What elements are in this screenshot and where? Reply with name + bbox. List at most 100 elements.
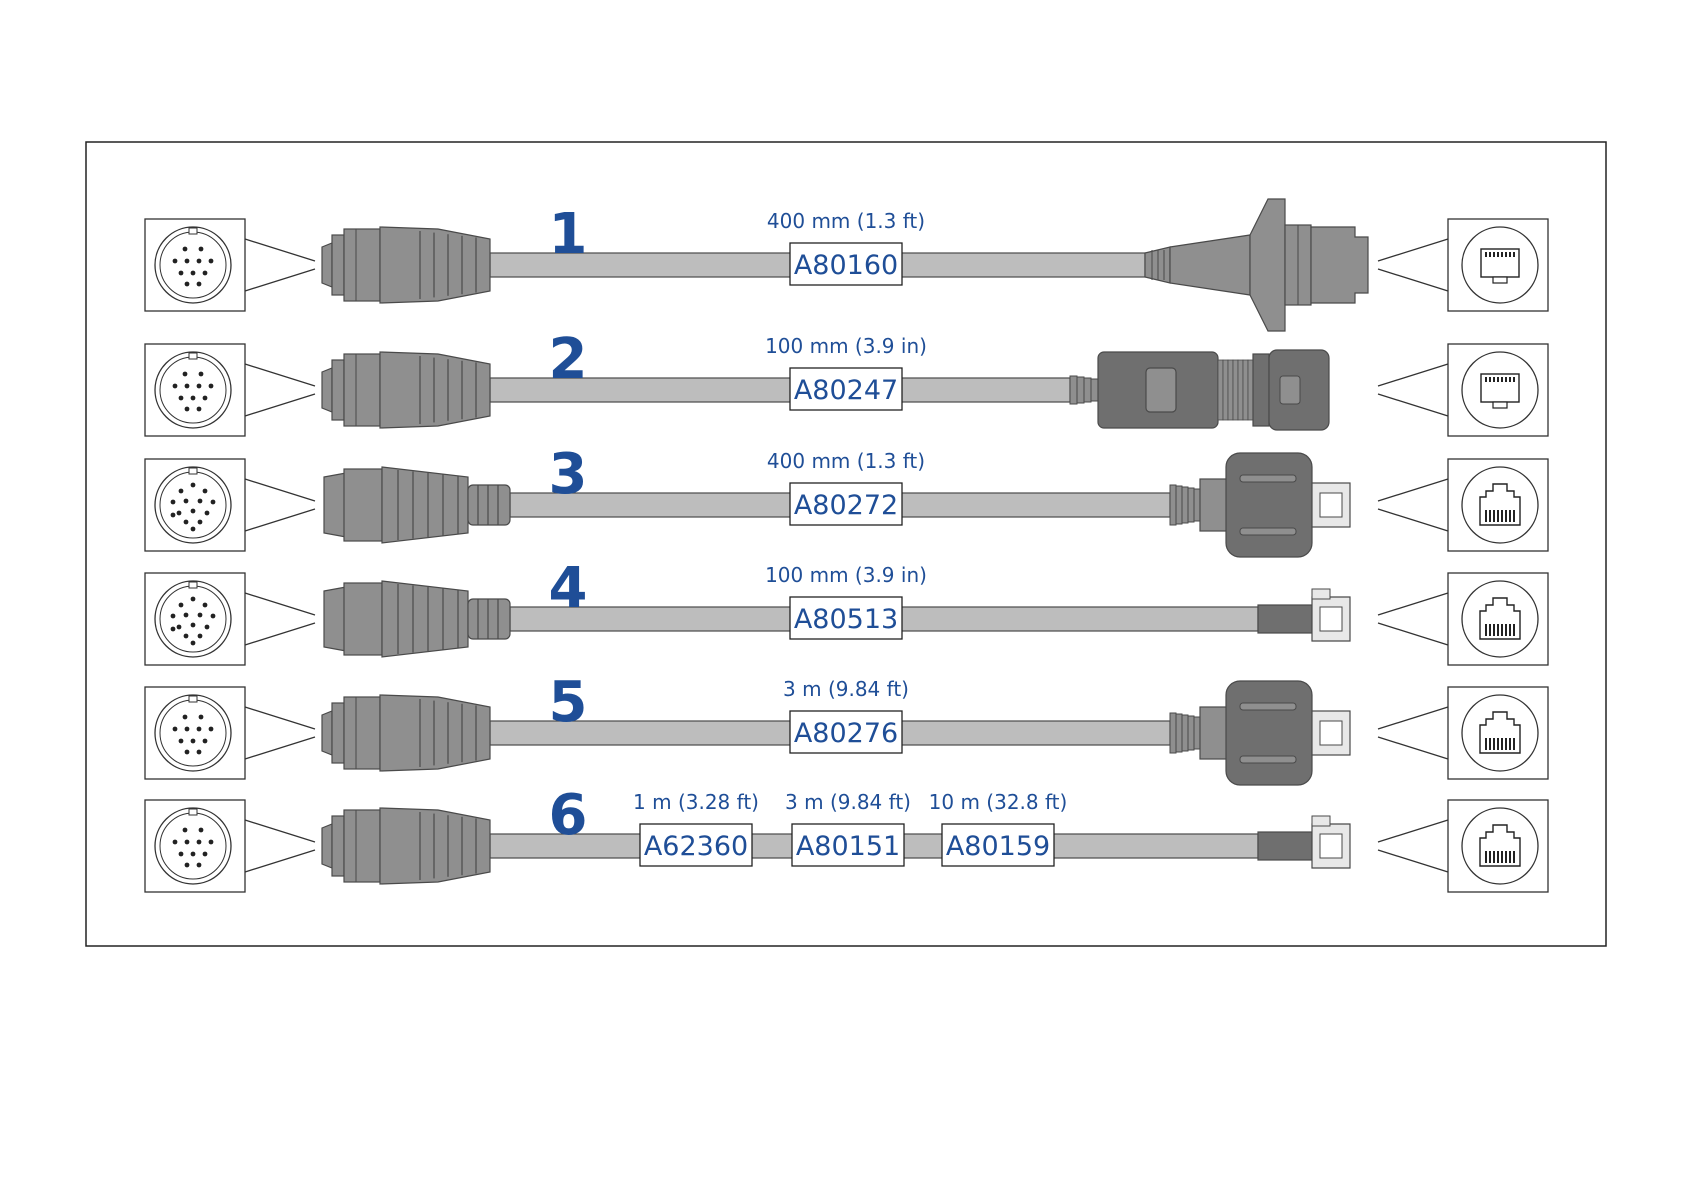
- rj45-contact: [1493, 510, 1495, 522]
- connector-pin: [197, 407, 202, 412]
- cable-length-label: 400 mm (1.3 ft): [767, 209, 925, 233]
- rj45-contact: [1497, 738, 1499, 750]
- plug-strain-relief: [468, 485, 510, 525]
- part-number-label: A80160: [794, 250, 898, 281]
- connector-pin: [184, 499, 189, 504]
- cable-number: 2: [549, 327, 588, 392]
- connector-pin: [179, 271, 184, 276]
- cable-length-label: 3 m (9.84 ft): [783, 677, 909, 701]
- rj45-contact: [1497, 252, 1499, 257]
- cable-length-label: 100 mm (3.9 in): [765, 334, 927, 358]
- connector-pin: [198, 613, 203, 618]
- plug-strain-relief-ridge: [1188, 488, 1194, 522]
- connector-pin: [179, 489, 184, 494]
- connector-pin: [197, 384, 202, 389]
- connector-pin: [184, 520, 189, 525]
- part-number-label: A80247: [794, 375, 898, 406]
- connector-pin: [183, 247, 188, 252]
- plug-coupling-nut: [344, 697, 380, 769]
- rj45-contact: [1497, 377, 1499, 382]
- part-number-label: A80151: [796, 831, 900, 862]
- plug-strain-relief-ridge: [1182, 487, 1188, 523]
- plug-nose: [322, 711, 332, 755]
- socket-thread: [1233, 360, 1238, 420]
- plug-body: [382, 467, 468, 543]
- connector-pin: [199, 372, 204, 377]
- part-number-label: A62360: [644, 831, 748, 862]
- rj45-contact: [1509, 252, 1511, 257]
- plug-strain-relief-ridge: [1176, 714, 1182, 752]
- rj45-plug-contacts: [1320, 493, 1342, 517]
- connector-pin: [211, 500, 216, 505]
- connector-pin: [191, 271, 196, 276]
- rj45-contact: [1489, 252, 1491, 257]
- socket-strain-relief-ridge: [1091, 379, 1098, 401]
- cable-number: 4: [549, 556, 588, 621]
- rj45-contact: [1509, 851, 1511, 863]
- socket-strain-relief-ridge: [1070, 376, 1077, 404]
- rj45-contact: [1489, 510, 1491, 522]
- connector-key-notch: [189, 353, 197, 359]
- plug-collar: [332, 703, 344, 763]
- socket-thread: [1228, 360, 1233, 420]
- cap-grip-slot: [1240, 703, 1296, 710]
- cable-length-label: 400 mm (1.3 ft): [767, 449, 925, 473]
- plug-nose: [324, 587, 346, 651]
- connector-pin: [191, 483, 196, 488]
- plug-coupling-nut: [344, 354, 380, 426]
- plug-body: [380, 695, 490, 771]
- connector-pin: [209, 727, 214, 732]
- connector-pin: [197, 282, 202, 287]
- connector-pin: [179, 396, 184, 401]
- plug-collar: [332, 360, 344, 420]
- connector-pin: [191, 623, 196, 628]
- connector-pin: [185, 840, 190, 845]
- connector-pin: [185, 384, 190, 389]
- cable-number: 6: [549, 783, 588, 848]
- connector-pin: [191, 739, 196, 744]
- connector-pin: [185, 863, 190, 868]
- rj45-contact: [1509, 738, 1511, 750]
- plug-nose: [322, 824, 332, 868]
- cable-number: 3: [549, 442, 588, 507]
- connector-pin: [191, 852, 196, 857]
- connector-pin: [191, 396, 196, 401]
- connector-pin: [209, 840, 214, 845]
- rj45-contact: [1501, 252, 1503, 257]
- socket-flange: [1253, 354, 1269, 426]
- plug-strain-relief-ridge: [1170, 485, 1176, 525]
- plug-coupling-nut: [344, 810, 380, 882]
- connector-pin: [177, 625, 182, 630]
- connector-pin: [198, 520, 203, 525]
- connector-pin: [197, 863, 202, 868]
- connector-pin: [183, 828, 188, 833]
- connector-pin: [197, 750, 202, 755]
- plug-strain-relief-ridge: [1194, 717, 1200, 749]
- socket-thread: [1223, 360, 1228, 420]
- rj45-contact: [1501, 851, 1503, 863]
- socket-strain-relief-ridge: [1084, 378, 1091, 402]
- rj45-contact: [1489, 851, 1491, 863]
- socket-thread: [1238, 360, 1243, 420]
- rj45-contact: [1505, 510, 1507, 522]
- connector-pin: [173, 840, 178, 845]
- rj45-contact: [1505, 377, 1507, 382]
- rj45-contact: [1505, 252, 1507, 257]
- cable-number: 1: [549, 202, 588, 267]
- part-number-label: A80159: [946, 831, 1050, 862]
- connector-pin: [191, 641, 196, 646]
- connector-key-notch: [189, 468, 197, 474]
- connector-pin: [191, 527, 196, 532]
- connector-pin: [179, 739, 184, 744]
- plug-coupling-nut: [344, 583, 382, 655]
- rj45-contact: [1485, 851, 1487, 863]
- rj45-contact: [1485, 624, 1487, 636]
- connector-face-inner: [160, 700, 226, 766]
- connector-pin: [199, 247, 204, 252]
- connector-pin: [203, 603, 208, 608]
- part-number-label: A80272: [794, 490, 898, 521]
- rj45-latch: [1493, 402, 1507, 408]
- plug-strain-relief-ridge: [1170, 713, 1176, 753]
- rj45-contact: [1501, 738, 1503, 750]
- connector-pin: [197, 727, 202, 732]
